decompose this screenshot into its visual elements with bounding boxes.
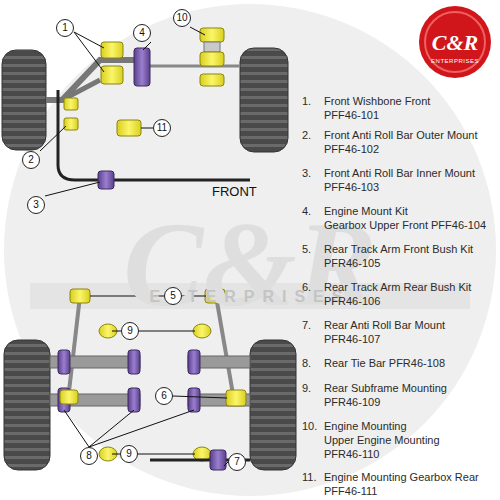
logo-disc xyxy=(419,6,491,78)
part-text: PFR46-105 xyxy=(324,257,380,270)
part-text: Rear Anti Roll Bar Mount xyxy=(324,319,445,332)
callout-circle: 3 xyxy=(27,196,45,214)
part-text: Rear Tie Bar PFR46-108 xyxy=(324,357,445,370)
callout-number: 5 xyxy=(170,291,176,301)
list-number: 6. xyxy=(302,281,311,294)
callout-circle: 9 xyxy=(121,322,139,340)
callout-circle: 6 xyxy=(155,387,173,405)
callout-number: 3 xyxy=(33,200,39,210)
front-right-wheel xyxy=(240,48,288,152)
watermark-circle xyxy=(4,4,496,496)
track-arm-front-bush xyxy=(70,289,90,303)
part-text: PFR46-107 xyxy=(324,333,380,346)
upper-engine-mount xyxy=(200,52,224,66)
part-text: Front Anti Roll Bar Outer Mount xyxy=(324,129,477,142)
part-text: Front Anti Roll Bar Inner Mount xyxy=(324,167,475,180)
list-number: 11. xyxy=(302,471,316,484)
part-text: Engine Mounting xyxy=(324,420,407,433)
part-text: PFF46-103 xyxy=(324,181,379,194)
callout-number: 2 xyxy=(28,155,34,165)
part-text: PFF46-102 xyxy=(324,143,379,156)
callout-circle: 4 xyxy=(133,24,151,42)
callout-circle: 8 xyxy=(80,447,98,465)
part-text: Gearbox Upper Front PFF46-104 xyxy=(324,219,486,232)
part-text: PFR46-106 xyxy=(324,295,380,308)
gearbox-rear-mount xyxy=(117,120,141,136)
callout-number: 6 xyxy=(161,391,167,401)
list-number: 10. xyxy=(302,420,317,433)
part-text: Rear Track Arm Front Bush Kit xyxy=(324,243,473,256)
part-text: PFR46-109 xyxy=(324,396,380,409)
arb-inner-mount xyxy=(98,171,114,189)
rear-left-wheel xyxy=(4,340,50,470)
list-number: 5. xyxy=(302,243,311,256)
arb-outer-mount xyxy=(64,98,78,110)
part-text: Rear Subframe Mounting xyxy=(324,382,447,395)
upper-engine-mount xyxy=(200,28,224,42)
callout-number: 8 xyxy=(86,451,92,461)
logo-subtext: ENTERPRISES xyxy=(431,58,479,65)
logo-ring xyxy=(425,12,485,72)
rear-arb-mount xyxy=(210,450,226,470)
part-text: Engine Mounting Gearbox Rear xyxy=(324,471,479,484)
callout-circle: 11 xyxy=(153,119,171,137)
list-number: 2. xyxy=(302,129,311,142)
track-arm-rear-bush xyxy=(226,390,246,406)
callout-number: 11 xyxy=(157,123,167,133)
arb-outer-mount xyxy=(64,118,78,130)
part-text: Front Wishbone Front xyxy=(324,95,430,108)
part-text: Engine Mount Kit xyxy=(324,205,408,218)
callout-circle: 9 xyxy=(120,445,138,463)
list-number: 1. xyxy=(302,95,311,108)
callout-number: 7 xyxy=(234,457,240,467)
callout-number: 9 xyxy=(127,326,133,336)
front-label: FRONT xyxy=(212,184,257,199)
callout-number: 4 xyxy=(139,28,145,38)
part-text: PFR46-110 xyxy=(324,448,379,461)
front-anti-roll-bar xyxy=(58,90,250,180)
callout-circle: 1 xyxy=(56,19,74,37)
crossmember xyxy=(150,65,240,68)
logo-text: C&R xyxy=(432,31,478,55)
part-text: PFF46-111 xyxy=(324,485,377,498)
list-number: 7. xyxy=(302,319,311,332)
callout-circle: 5 xyxy=(164,287,182,305)
callout-circle: 7 xyxy=(228,453,246,471)
part-text: Rear Track Arm Rear Bush Kit xyxy=(324,281,471,294)
list-number: 3. xyxy=(302,167,311,180)
callout-number: 1 xyxy=(62,23,68,33)
list-number: 8. xyxy=(302,357,311,370)
tie-bar-bush xyxy=(58,350,70,374)
callout-circle: 2 xyxy=(22,151,40,169)
callout-number: 10 xyxy=(176,13,187,23)
list-number: 4. xyxy=(302,205,311,218)
front-left-wheel xyxy=(2,50,46,150)
engine-mount xyxy=(134,48,150,86)
rear-right-wheel xyxy=(250,340,296,470)
callout-number: 9 xyxy=(126,449,132,459)
wishbone-bush xyxy=(101,66,123,84)
list-number: 9. xyxy=(302,382,311,395)
part-text: Upper Engine Mounting xyxy=(324,434,440,447)
callout-circle: 10 xyxy=(173,9,191,27)
part-text: PFF46-101 xyxy=(324,109,379,122)
subframe-mount xyxy=(193,324,211,338)
wishbone-bush xyxy=(101,42,123,58)
track-arm xyxy=(68,296,80,400)
